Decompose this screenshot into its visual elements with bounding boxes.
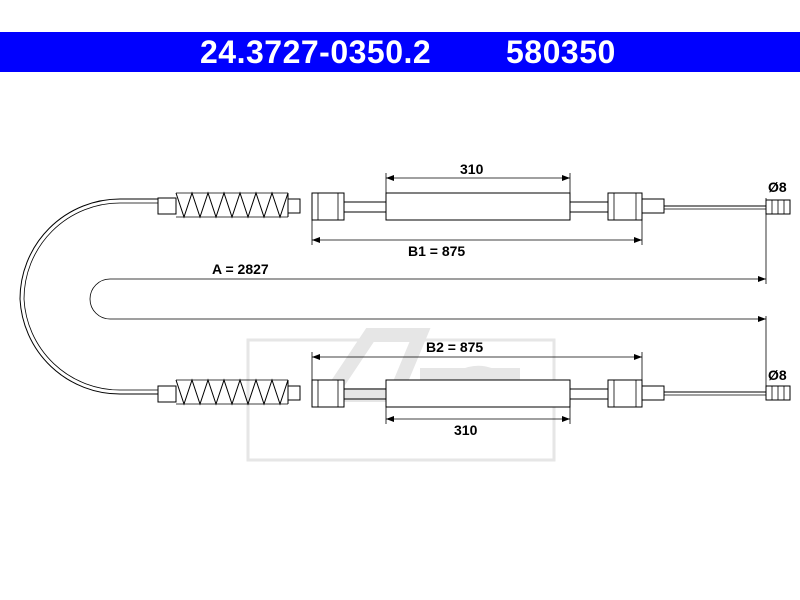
dim-diameter-bottom: Ø8 [765, 316, 787, 400]
dim-diameter-top: Ø8 [765, 179, 787, 284]
dim-b1: B1 = 875 [311, 220, 643, 259]
part-number: 24.3727-0350.2 [200, 34, 432, 70]
reference-number: 580350 [506, 34, 616, 70]
label-diameter-bottom: Ø8 [768, 367, 787, 383]
label-b2: B2 = 875 [426, 339, 483, 355]
dim-bottom-310: 310 [385, 407, 571, 438]
dim-b2: B2 = 875 [311, 339, 643, 380]
label-b1: B1 = 875 [408, 243, 465, 259]
label-diameter-top: Ø8 [768, 179, 787, 195]
label-sleeve-top: 310 [460, 161, 484, 177]
header-bar: 24.3727-0350.2 580350 [0, 32, 800, 72]
label-a: A = 2827 [212, 261, 269, 277]
dim-a: A = 2827 [89, 261, 766, 322]
top-cable [19, 191, 791, 395]
dim-top-310: 310 [385, 161, 571, 193]
bottom-cable [157, 378, 791, 408]
label-sleeve-bottom: 310 [454, 422, 478, 438]
